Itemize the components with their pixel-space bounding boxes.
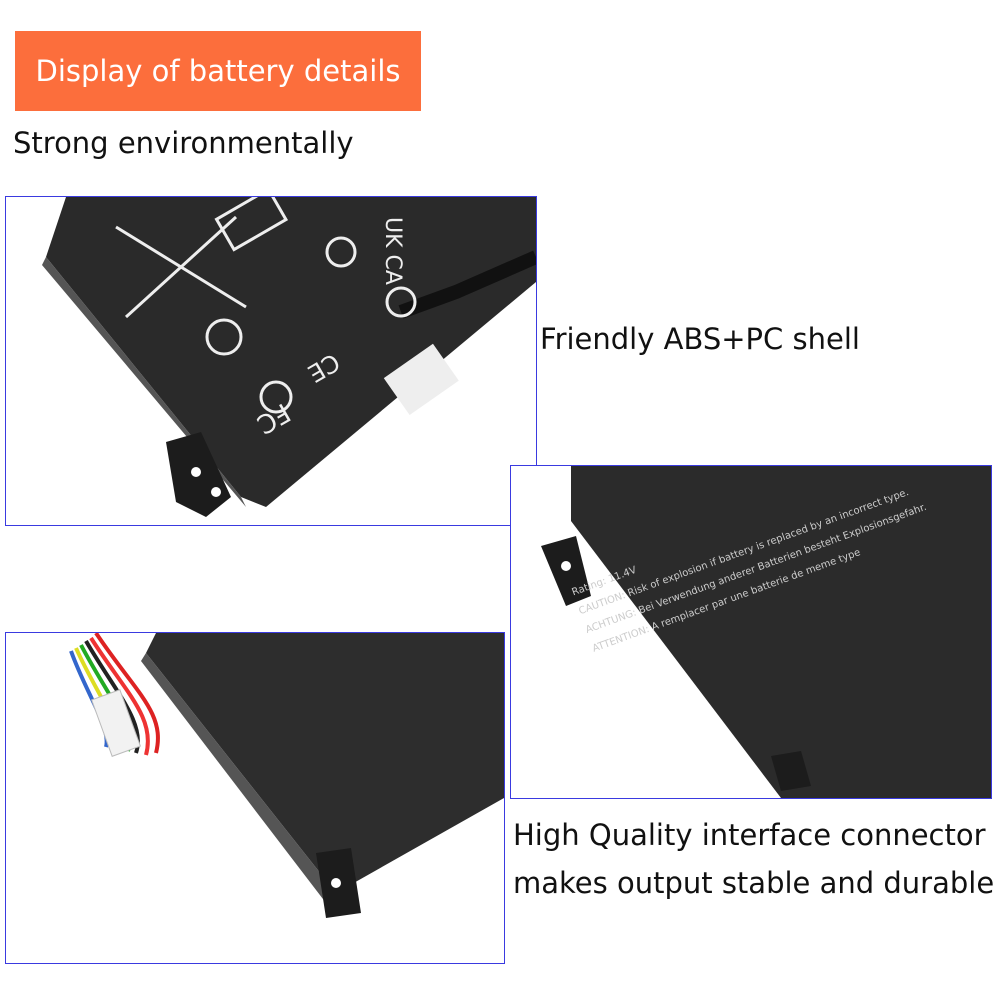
battery-photo-label: Rating: 11.4V CAUTION: Risk of explosion… bbox=[510, 465, 992, 799]
caption-connector-line1: High Quality interface connector bbox=[513, 818, 986, 852]
caption-connector-line2: makes output stable and durable bbox=[513, 866, 995, 900]
svg-text:UK CA: UK CA bbox=[380, 217, 405, 285]
caption-shell: Friendly ABS+PC shell bbox=[540, 322, 860, 356]
section-banner: Display of battery details bbox=[15, 31, 421, 111]
caption-environment: Strong environmentally bbox=[13, 126, 354, 160]
battery-photo-connector bbox=[5, 632, 505, 964]
battery-photo-logos: CE FC UK CA bbox=[5, 196, 537, 526]
